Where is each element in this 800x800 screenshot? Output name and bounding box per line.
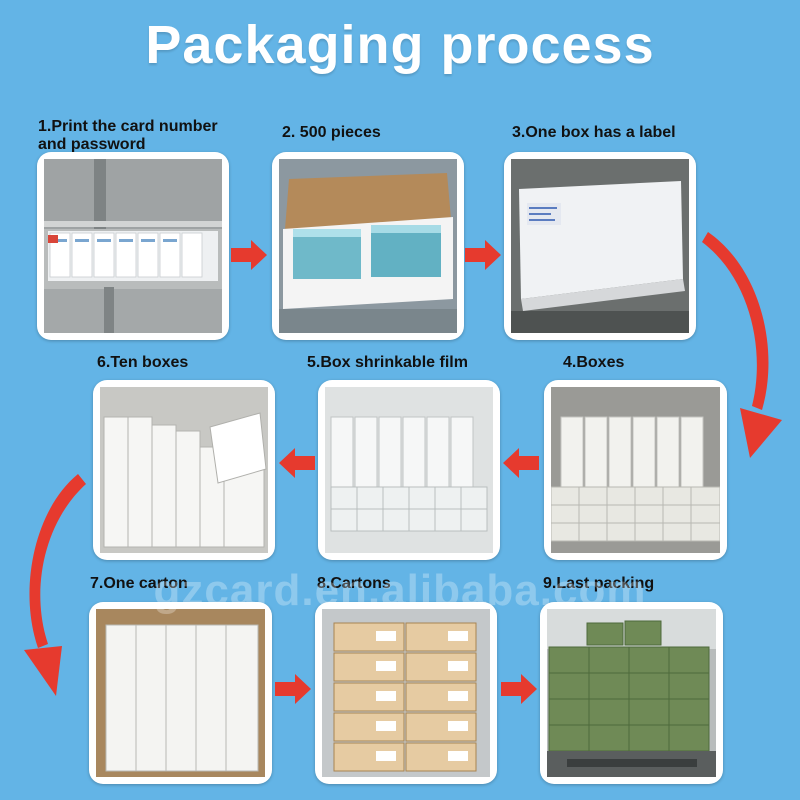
photo-cartons — [315, 602, 497, 784]
step-label-3: 3.One box has a label — [512, 124, 676, 141]
red-arrow-icon — [465, 240, 501, 270]
red-arrow-icon — [501, 674, 537, 704]
photo-500-pieces — [272, 152, 464, 340]
photo-shrink-film — [318, 380, 500, 560]
red-arrow-icon — [275, 674, 311, 704]
photo-ten-boxes — [93, 380, 275, 560]
red-arrow-icon — [503, 448, 539, 478]
photo-boxes — [544, 380, 727, 560]
curved-red-arrow-icon — [702, 232, 782, 458]
red-arrow-icon — [279, 448, 315, 478]
step-label-7: 7.One carton — [90, 575, 188, 592]
curved-red-arrow-icon — [24, 474, 86, 696]
photo-last-packing — [540, 602, 723, 784]
step-label-8: 8.Cartons — [317, 575, 391, 592]
step-label-1: 1.Print the card number and password — [38, 118, 218, 153]
red-arrow-icon — [231, 240, 267, 270]
step-label-5: 5.Box shrinkable film — [307, 354, 468, 371]
step-label-6: 6.Ten boxes — [97, 354, 189, 371]
step-label-2: 2. 500 pieces — [282, 124, 381, 141]
photo-labeled-box — [504, 152, 696, 340]
photo-print-cards — [37, 152, 229, 340]
page-title: Packaging process — [145, 15, 655, 75]
photo-one-carton — [89, 602, 272, 784]
step-label-9: 9.Last packing — [543, 575, 655, 592]
step-label-4: 4.Boxes — [563, 354, 625, 371]
